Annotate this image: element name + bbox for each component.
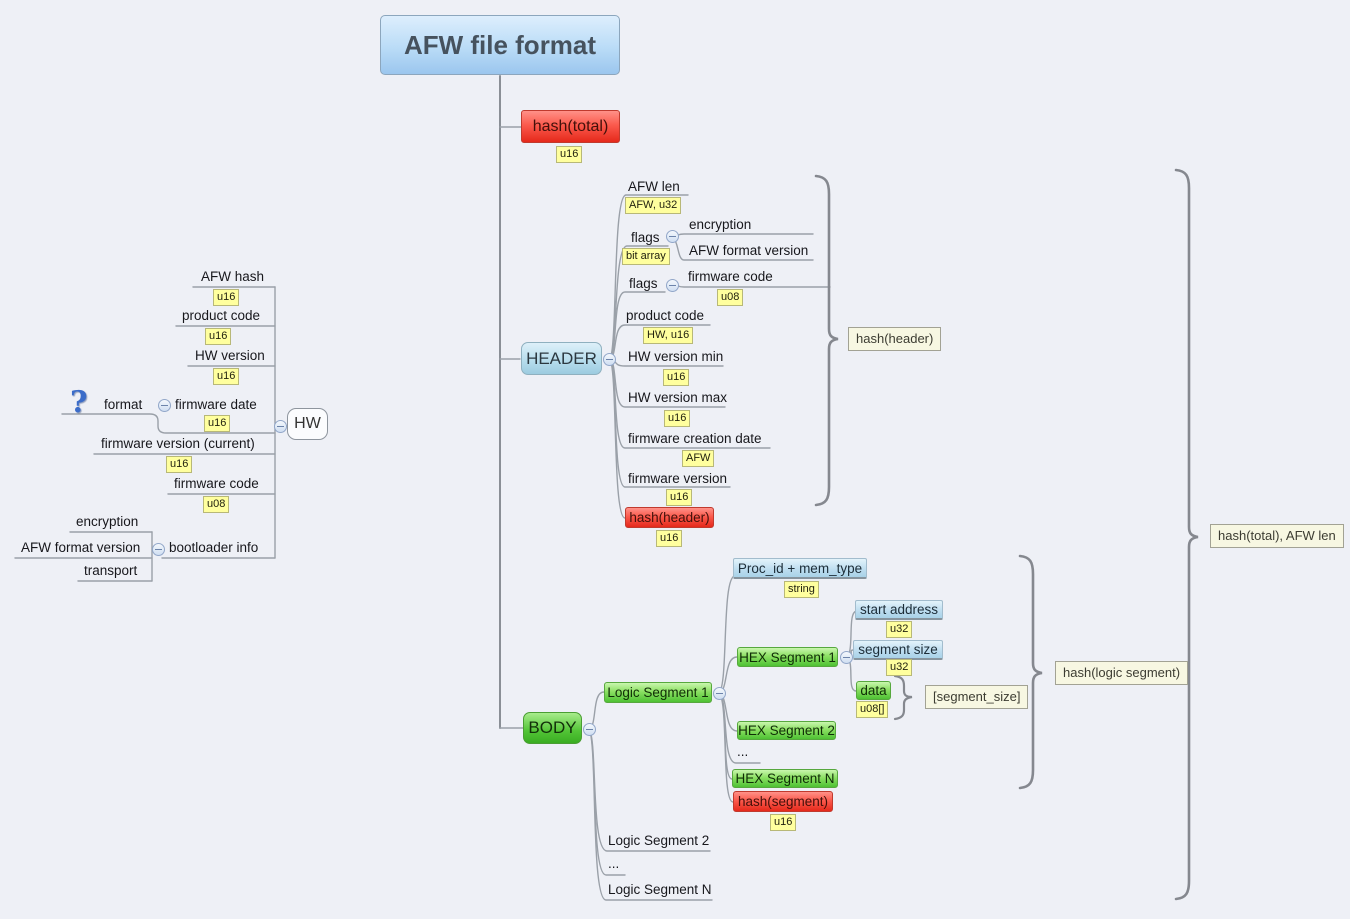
- node-afw-len[interactable]: AFW len: [628, 179, 680, 194]
- node-segment-size[interactable]: segment size: [853, 640, 943, 660]
- node-hash-header[interactable]: hash(header): [625, 507, 714, 528]
- dtype-label: u08: [717, 289, 744, 306]
- dtype-label: u16: [213, 368, 240, 385]
- node-hex-ellipsis[interactable]: ...: [737, 744, 749, 759]
- node-flags-2[interactable]: flags: [629, 276, 658, 291]
- collapse-icon[interactable]: [152, 543, 165, 556]
- node-hex-segment-n[interactable]: HEX Segment N: [732, 769, 838, 788]
- node-bl-encryption[interactable]: encryption: [76, 514, 139, 529]
- node-afw-hash[interactable]: AFW hash: [201, 269, 265, 284]
- node-firmware-creation-date[interactable]: firmware creation date: [628, 431, 762, 446]
- dtype-label: u16: [205, 328, 232, 345]
- node-hex-segment-2[interactable]: HEX Segment 2: [737, 721, 836, 740]
- dtype-label: u16: [770, 814, 797, 831]
- node-logic-segment-1[interactable]: Logic Segment 1: [604, 682, 712, 703]
- dtype-label: u16: [663, 369, 690, 386]
- node-encryption[interactable]: encryption: [689, 217, 752, 232]
- dtype-label: u16: [213, 289, 240, 306]
- node-firmware-date[interactable]: firmware date: [175, 397, 257, 412]
- collapse-icon[interactable]: [840, 651, 853, 664]
- collapse-icon[interactable]: [274, 420, 287, 433]
- node-product-code[interactable]: product code: [626, 308, 705, 323]
- collapse-icon[interactable]: [583, 723, 596, 736]
- collapse-icon[interactable]: [666, 279, 679, 292]
- node-hw-version-min[interactable]: HW version min: [628, 349, 724, 364]
- node-hw[interactable]: HW: [287, 408, 328, 440]
- annotation-hash-total-afw-len: hash(total), AFW len: [1210, 524, 1344, 548]
- node-bl-afw-format-version[interactable]: AFW format version: [21, 540, 141, 555]
- dtype-label: u32: [886, 659, 913, 676]
- annotation-hash-logic-segment: hash(logic segment): [1055, 661, 1189, 685]
- brace-segment-size: [893, 674, 913, 721]
- node-hw-version[interactable]: HW version: [195, 348, 265, 363]
- dtype-label: u16: [556, 146, 583, 163]
- node-body[interactable]: BODY: [523, 712, 582, 744]
- node-firmware-version[interactable]: firmware version: [628, 471, 728, 486]
- brace-header: [814, 174, 839, 507]
- node-firmware-version-current[interactable]: firmware version (current): [101, 436, 255, 451]
- dtype-label: u16: [664, 410, 691, 427]
- dtype-label: HW, u16: [643, 327, 694, 344]
- dtype-label: u08[]: [856, 701, 889, 718]
- node-proc-id-mem-type[interactable]: Proc_id + mem_type: [733, 558, 867, 579]
- root-topic[interactable]: AFW file format: [380, 15, 620, 75]
- node-hex-segment-1[interactable]: HEX Segment 1: [737, 647, 838, 667]
- brace-total: [1174, 168, 1199, 901]
- dtype-label: bit array: [622, 248, 670, 265]
- dtype-label: u08: [203, 496, 230, 513]
- node-header[interactable]: HEADER: [521, 342, 602, 375]
- collapse-icon[interactable]: [158, 399, 171, 412]
- node-hash-segment[interactable]: hash(segment): [733, 791, 833, 812]
- collapse-icon[interactable]: [603, 353, 616, 366]
- collapse-icon[interactable]: [666, 230, 679, 243]
- node-firmware-code[interactable]: firmware code: [688, 269, 773, 284]
- node-data[interactable]: data: [856, 681, 891, 700]
- dtype-label: AFW: [682, 450, 715, 467]
- node-format[interactable]: format: [104, 397, 143, 412]
- collapse-icon[interactable]: [713, 687, 726, 700]
- node-firmware-code-hw[interactable]: firmware code: [174, 476, 259, 491]
- dtype-label: AFW, u32: [625, 197, 682, 214]
- dtype-label: u16: [204, 415, 231, 432]
- node-hash-total[interactable]: hash(total): [521, 110, 620, 143]
- node-afw-format-version[interactable]: AFW format version: [689, 243, 809, 258]
- question-mark-icon: ?: [70, 385, 88, 420]
- dtype-label: string: [784, 581, 819, 598]
- node-start-address[interactable]: start address: [855, 600, 943, 620]
- node-bl-transport[interactable]: transport: [84, 563, 138, 578]
- node-flags-1[interactable]: flags: [631, 230, 660, 245]
- annotation-hash-header: hash(header): [848, 327, 942, 351]
- node-logic-segment-n[interactable]: Logic Segment N: [608, 882, 712, 897]
- node-logic-segment-2[interactable]: Logic Segment 2: [608, 833, 710, 848]
- dtype-label: u16: [666, 489, 693, 506]
- dtype-label: u32: [886, 621, 913, 638]
- node-bootloader-info[interactable]: bootloader info: [169, 540, 259, 555]
- node-logic-ellipsis[interactable]: ...: [608, 856, 620, 871]
- dtype-label: u16: [656, 530, 683, 547]
- annotation-segment-size: [segment_size]: [925, 685, 1029, 709]
- dtype-label: u16: [166, 456, 193, 473]
- node-hw-version-max[interactable]: HW version max: [628, 390, 728, 405]
- node-product-code-hw[interactable]: product code: [182, 308, 261, 323]
- brace-logic-segment: [1018, 554, 1043, 790]
